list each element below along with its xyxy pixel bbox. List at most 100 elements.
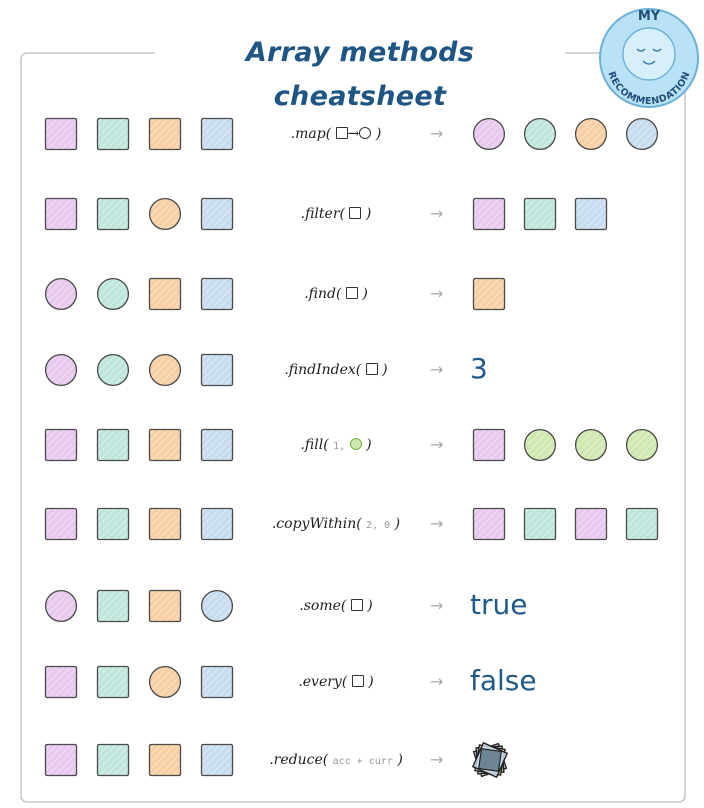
output-square-pink	[472, 507, 506, 541]
input-square-blue	[200, 277, 234, 311]
arrow-icon: →	[430, 435, 444, 454]
input-square-blue	[200, 428, 234, 462]
result-text: true	[470, 588, 528, 621]
output-square-pink	[574, 507, 608, 541]
method-row: .fill( 1, )→	[0, 420, 704, 470]
input-square-orange	[148, 589, 182, 623]
input-square-teal	[96, 743, 130, 777]
input-square-pink	[44, 665, 78, 699]
output-square-pink	[472, 428, 506, 462]
square-icon	[345, 287, 358, 299]
input-circle-pink	[44, 589, 78, 623]
arrow-icon: →	[430, 596, 444, 615]
method-row: .findIndex( ) → 3	[0, 345, 704, 395]
input-square-blue	[200, 117, 234, 151]
output-circle-teal	[523, 117, 557, 151]
output-circle-green	[523, 428, 557, 462]
method-name: .map(	[290, 126, 332, 142]
input-square-pink	[44, 197, 78, 231]
input-square-teal	[96, 589, 130, 623]
input-square-orange	[148, 428, 182, 462]
method-args: acc + curr	[332, 756, 393, 767]
output-square-teal	[625, 507, 659, 541]
square-icon	[335, 127, 348, 139]
input-square-pink	[44, 743, 78, 777]
output-square-blue	[574, 197, 608, 231]
output-square-pink	[472, 197, 506, 231]
method-name: .findIndex(	[284, 362, 362, 378]
input-square-orange	[148, 277, 182, 311]
method-name: .copyWithin(	[271, 516, 362, 532]
method-name: .some(	[299, 598, 347, 614]
input-circle-pink	[44, 353, 78, 387]
output-circle-orange	[574, 117, 608, 151]
method-label: .every( )	[298, 674, 374, 690]
recommendation-stamp: MY RECOMMENDATION	[599, 8, 699, 108]
arrow-icon: →	[347, 126, 360, 142]
input-square-blue	[200, 507, 234, 541]
input-square-teal	[96, 665, 130, 699]
method-args: 2, 0	[366, 520, 391, 531]
input-square-pink	[44, 507, 78, 541]
input-circle-teal	[96, 353, 130, 387]
green-circle-icon	[349, 438, 362, 450]
input-square-pink	[44, 117, 78, 151]
method-name: .find(	[304, 286, 342, 302]
method-row: .filter( ) →	[0, 189, 704, 239]
method-label: .findIndex( )	[284, 362, 388, 378]
result-text: 3	[470, 352, 488, 385]
square-icon	[351, 675, 364, 687]
method-label: .map( → )	[290, 126, 382, 142]
output-square-orange	[472, 277, 506, 311]
input-square-teal	[96, 197, 130, 231]
method-row: .copyWithin( 2, 0 ) →	[0, 499, 704, 549]
method-row: .map( → )→	[0, 109, 704, 159]
stamp-top-text: MY	[638, 9, 661, 24]
output-circle-pink	[472, 117, 506, 151]
page-title: Array methods cheatsheet	[155, 31, 565, 112]
input-circle-pink	[44, 277, 78, 311]
method-name: .fill(	[300, 437, 329, 453]
input-square-orange	[148, 507, 182, 541]
output-square-teal	[523, 507, 557, 541]
arrow-icon: →	[430, 750, 444, 769]
circle-icon	[359, 127, 372, 139]
output-circle-blue	[625, 117, 659, 151]
arrow-icon: →	[430, 284, 444, 303]
method-name: .every(	[298, 674, 348, 690]
method-label: .filter( )	[300, 206, 372, 222]
input-circle-orange	[148, 197, 182, 231]
method-label: .reduce( acc + curr )	[269, 752, 403, 768]
input-square-orange	[148, 117, 182, 151]
arrow-icon: →	[430, 360, 444, 379]
arrow-icon: →	[430, 672, 444, 691]
method-args: 1,	[333, 441, 346, 452]
input-square-blue	[200, 743, 234, 777]
input-square-blue	[200, 665, 234, 699]
arrow-icon: →	[430, 514, 444, 533]
reduce-result-stack	[471, 741, 509, 779]
method-name: .filter(	[300, 206, 345, 222]
square-icon	[365, 363, 378, 375]
method-row: .find( )→	[0, 269, 704, 319]
output-circle-green	[625, 428, 659, 462]
input-circle-blue	[200, 589, 234, 623]
input-circle-orange	[148, 665, 182, 699]
method-row: .reduce( acc + curr ) →	[0, 735, 704, 785]
arrow-icon: →	[430, 124, 444, 143]
arrow-icon: →	[430, 204, 444, 223]
input-square-teal	[96, 117, 130, 151]
input-square-blue	[200, 197, 234, 231]
result-text: false	[470, 664, 537, 697]
output-square-teal	[523, 197, 557, 231]
square-icon	[349, 207, 362, 219]
input-square-teal	[96, 507, 130, 541]
square-icon	[350, 599, 363, 611]
input-square-blue	[200, 353, 234, 387]
method-name: .reduce(	[269, 752, 329, 768]
method-row: .some( ) → true	[0, 581, 704, 631]
method-label: .copyWithin( 2, 0 )	[271, 516, 401, 532]
input-square-pink	[44, 428, 78, 462]
method-label: .some( )	[299, 598, 373, 614]
smiley-face-icon	[622, 27, 676, 81]
